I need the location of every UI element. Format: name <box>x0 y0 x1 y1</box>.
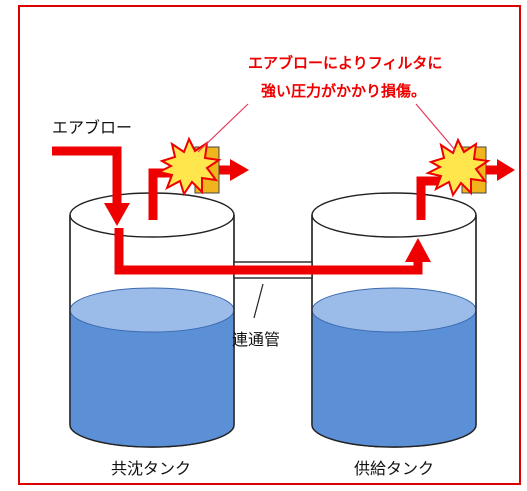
left-tank-water <box>70 310 234 447</box>
air-inlet-arrowhead <box>104 203 130 226</box>
right-tank-water <box>312 310 476 447</box>
callout-text-line1: エアブローによりフィルタに <box>248 54 442 72</box>
connecting-pipe-leader <box>253 283 264 319</box>
air-blow-label: エアブロー <box>52 118 132 137</box>
left-filter-assembly <box>156 136 249 197</box>
right-outlet-arrowhead <box>497 159 515 181</box>
callout-leader-right <box>415 103 456 151</box>
left-tank-water-surface <box>69 287 235 333</box>
air-inlet-line <box>52 146 122 205</box>
right-filter-assembly <box>425 137 515 198</box>
right-tank-rim <box>311 192 477 238</box>
left-outlet-arrowhead <box>230 159 249 181</box>
explosion-burst-icon <box>425 137 491 198</box>
left-tank-outline <box>69 215 235 448</box>
transfer-arrowhead <box>405 238 431 262</box>
right-exhaust-line <box>416 176 445 220</box>
right-tank-label: 供給タンク <box>354 459 434 478</box>
right-tank <box>311 192 477 448</box>
left-tank-label: 共沈タンク <box>111 459 191 478</box>
right-tank-water-surface <box>311 287 477 333</box>
explosion-burst-icon <box>156 136 222 197</box>
transfer-line <box>114 228 423 275</box>
right-tank-outline <box>311 215 477 448</box>
callout-text-line2: 強い圧力がかかり損傷。 <box>261 82 426 100</box>
left-tank <box>69 192 235 448</box>
callout-leader-left <box>197 103 249 153</box>
connecting-pipe-label: 連通管 <box>232 330 280 349</box>
